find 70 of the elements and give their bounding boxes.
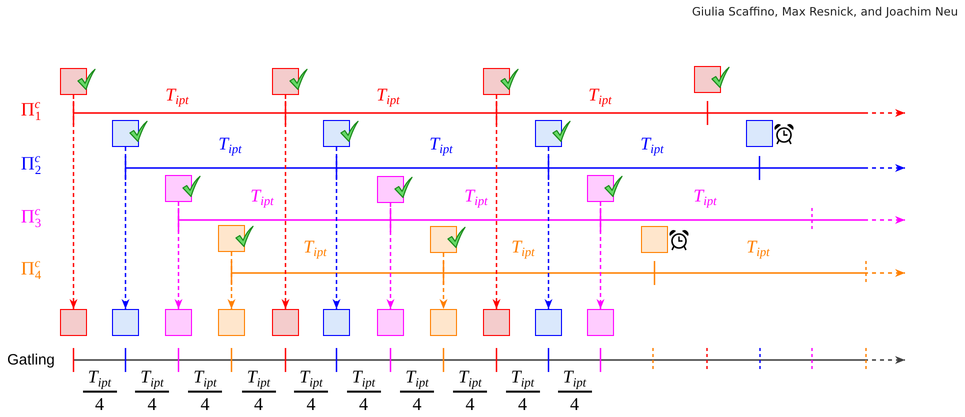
- fraction-denominator: 4: [464, 395, 476, 413]
- block: [60, 309, 87, 336]
- fraction-numerator: T$_{ipt}$: [82, 368, 116, 393]
- fraction-denominator: 4: [253, 395, 264, 413]
- block: [165, 309, 192, 336]
- fraction-numerator: T$_{ipt}$: [400, 368, 434, 393]
- block: [112, 309, 139, 336]
- fraction-denominator: 4: [200, 395, 210, 413]
- block: [218, 225, 245, 252]
- fraction-numerator: T$_{ipt}$: [242, 368, 276, 393]
- interval-label: T$_{ipt}$: [693, 186, 717, 208]
- dashed-arrow: [282, 95, 290, 309]
- block: [483, 309, 510, 336]
- fraction-denominator: 4: [306, 395, 316, 413]
- block: [60, 68, 87, 95]
- interval-label: T$_{ipt}$: [218, 134, 242, 156]
- block: [377, 176, 404, 203]
- interval-label: T$_{ipt}$: [464, 186, 488, 208]
- fraction-denominator: 4: [358, 395, 369, 413]
- dashed-arrow: [386, 203, 394, 309]
- block: [430, 226, 457, 253]
- block: [272, 68, 299, 95]
- fraction-numerator: T$_{ipt}$: [558, 368, 592, 393]
- block: [535, 120, 562, 147]
- interval-label: T$_{ipt}$: [303, 237, 327, 259]
- dashed-arrow: [122, 147, 130, 309]
- block: [323, 309, 350, 336]
- block: [587, 309, 614, 336]
- interval-label: T$_{ipt}$: [429, 134, 453, 156]
- dashed-arrow: [492, 95, 500, 309]
- fraction-numerator: T$_{ipt}$: [294, 368, 328, 393]
- block: [377, 309, 404, 336]
- interval-label: T$_{ipt}$: [376, 85, 400, 107]
- interval-label: T$_{ipt}$: [511, 237, 535, 259]
- dashed-arrow: [332, 147, 340, 309]
- block: [694, 66, 721, 93]
- block: [218, 309, 245, 336]
- fraction-numerator: T$_{ipt}$: [135, 368, 169, 393]
- interval-label: T$_{ipt}$: [250, 186, 274, 208]
- fraction-numerator: T$_{ipt}$: [453, 368, 487, 393]
- dashed-arrow: [440, 253, 448, 309]
- block: [587, 175, 614, 202]
- dashed-arrow: [544, 147, 552, 309]
- interval-label: T$_{ipt}$: [640, 134, 664, 156]
- dashed-arrow: [174, 202, 182, 309]
- block: [112, 120, 139, 147]
- fraction-numerator: T$_{ipt}$: [346, 368, 380, 393]
- block: [430, 309, 457, 336]
- fraction-denominator: 4: [412, 395, 422, 413]
- fraction-denominator: 4: [517, 395, 528, 413]
- block: [272, 309, 299, 336]
- dashed-arrow: [228, 252, 236, 309]
- row-label: Gatling: [7, 352, 55, 368]
- author-header: Giulia Scaffino, Max Resnick, and Joachim Neu: [692, 6, 958, 18]
- interval-label: T$_{ipt}$: [165, 85, 189, 107]
- fraction-denominator: 4: [569, 395, 580, 413]
- fraction-denominator: 4: [146, 395, 158, 413]
- interval-label: T$_{ipt}$: [588, 85, 612, 107]
- block: [165, 175, 192, 202]
- block: [483, 68, 510, 95]
- fraction-numerator: T$_{ipt}$: [188, 368, 222, 393]
- block: [535, 309, 562, 336]
- fraction-numerator: T$_{ipt}$: [506, 368, 540, 393]
- block: [746, 120, 773, 147]
- interval-label: T$_{ipt}$: [746, 237, 770, 259]
- block: [641, 226, 668, 253]
- fraction-denominator: 4: [94, 395, 105, 413]
- dashed-arrow: [596, 202, 604, 309]
- dashed-arrow: [70, 95, 78, 309]
- block: [323, 120, 350, 147]
